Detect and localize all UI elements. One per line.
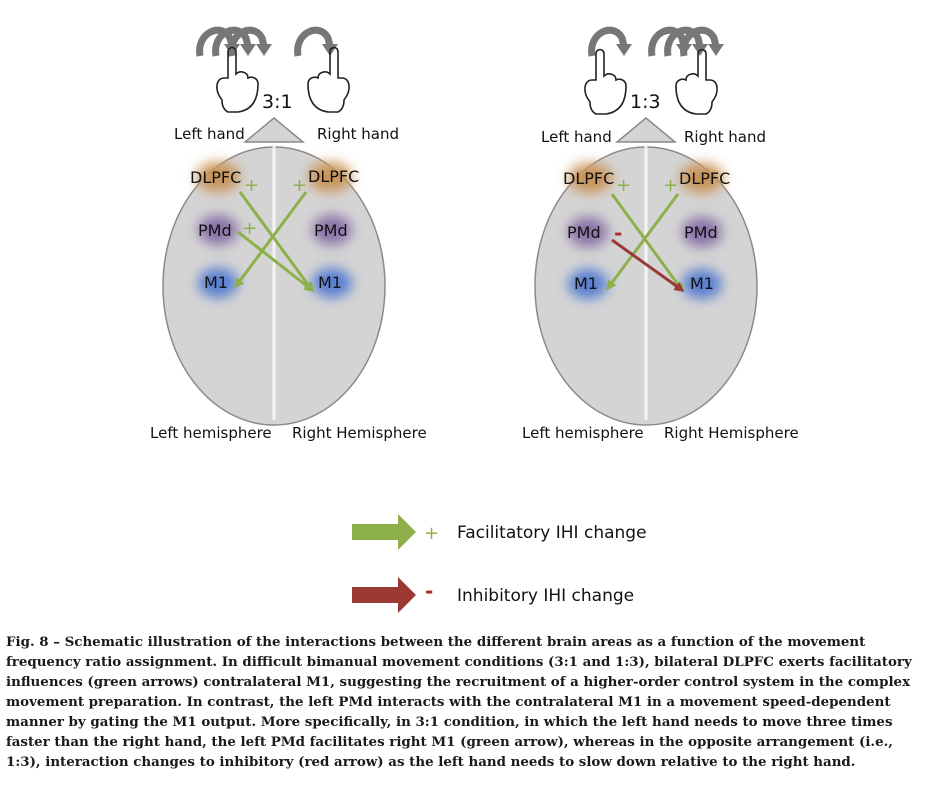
figure-diagram: 3:1 Left hand Right hand DLPFC DLPFC PMd… <box>150 0 799 613</box>
left-hand-label: Left hand <box>541 128 612 146</box>
m1-right-label: M1 <box>690 274 714 293</box>
left-hand-icon <box>216 46 259 113</box>
m1-left-area <box>198 268 238 298</box>
arrow-dlpfc-left-to-m1-right <box>238 191 314 293</box>
dlpfc-left-label: DLPFC <box>190 168 241 187</box>
left-hand-label: Left hand <box>174 125 245 143</box>
dlpfc-left-label: DLPFC <box>563 169 614 188</box>
pmd-right-area <box>312 215 352 245</box>
dlpfc-left-sign: + <box>616 175 631 196</box>
dlpfc-right-label: DLPFC <box>308 167 359 186</box>
pmd-left-label: PMd <box>567 223 601 242</box>
ratio-label: 1:3 <box>630 91 661 113</box>
panel-1-3: 1:3 Left hand Right hand DLPFC DLPFC PMd… <box>522 30 799 442</box>
pmd-right-label: PMd <box>314 221 348 240</box>
figure-caption: Fig. 8 – Schematic illustration of the i… <box>6 632 930 772</box>
m1-left-area <box>568 269 608 299</box>
panel-3-1: 3:1 Left hand Right hand DLPFC DLPFC PMd… <box>150 30 427 442</box>
arrow-dlpfc-right-to-m1-left <box>606 193 680 291</box>
right-hand-label: Right hand <box>317 125 399 143</box>
caption-text: Schematic illustration of the interactio… <box>6 634 912 770</box>
caption-label: Fig. 8 – <box>6 634 65 650</box>
right-hand-icon <box>675 48 718 115</box>
arrow-dlpfc-left-to-m1-right <box>610 193 684 293</box>
arrow-pmd-left-to-m1-right <box>237 230 315 292</box>
dlpfc-right-sign: + <box>292 175 307 196</box>
ratio-label: 3:1 <box>262 91 293 113</box>
right-hemisphere-label: Right Hemisphere <box>292 424 427 442</box>
dlpfc-right-area <box>680 163 724 193</box>
left-hemisphere-label: Left hemisphere <box>522 424 644 442</box>
green-arrow-icon <box>352 514 416 550</box>
dlpfc-left-sign: + <box>244 175 259 196</box>
red-arrow-icon <box>352 577 416 613</box>
m1-right-area <box>682 269 722 299</box>
legend-facilitatory-label: Facilitatory IHI change <box>457 523 647 543</box>
pmd-left-area <box>568 217 608 247</box>
arrow-dlpfc-right-to-m1-left <box>234 191 308 289</box>
pmd-left-label: PMd <box>198 221 232 240</box>
legend-inhibitory-label: Inhibitory IHI change <box>457 586 634 606</box>
dlpfc-left-area <box>568 163 612 193</box>
legend-facilitatory: + Facilitatory IHI change <box>352 514 647 550</box>
pmd-right-label: PMd <box>684 223 718 242</box>
nose-triangle <box>242 117 306 143</box>
m1-right-area <box>312 268 352 298</box>
pmd-left-sign: + <box>242 218 257 239</box>
m1-left-label: M1 <box>204 273 228 292</box>
right-hand-fast-rotation-icon <box>652 30 724 56</box>
dlpfc-right-sign: + <box>663 175 678 196</box>
dlpfc-left-area <box>196 162 240 192</box>
right-hand-label: Right hand <box>684 128 766 146</box>
legend: + Facilitatory IHI change - Inhibitory I… <box>352 514 647 613</box>
dlpfc-right-label: DLPFC <box>679 169 730 188</box>
pmd-left-area <box>198 215 238 245</box>
left-hand-slow-rotation-icon <box>592 30 632 56</box>
right-hand-icon <box>307 46 350 113</box>
pmd-right-area <box>682 217 722 247</box>
legend-inhibitory: - Inhibitory IHI change <box>352 577 634 613</box>
dlpfc-right-area <box>308 162 352 192</box>
nose-triangle <box>614 117 678 143</box>
legend-facilitatory-sign: + <box>424 523 439 544</box>
pmd-left-sign: - <box>614 221 622 245</box>
left-hand-icon <box>584 48 627 115</box>
arrow-pmd-left-to-m1-right <box>611 238 685 292</box>
left-hemisphere-label: Left hemisphere <box>150 424 272 442</box>
m1-right-label: M1 <box>318 273 342 292</box>
m1-left-label: M1 <box>574 274 598 293</box>
right-hemisphere-label: Right Hemisphere <box>664 424 799 442</box>
right-hand-slow-rotation-icon <box>298 30 338 56</box>
legend-inhibitory-sign: - <box>425 579 433 603</box>
